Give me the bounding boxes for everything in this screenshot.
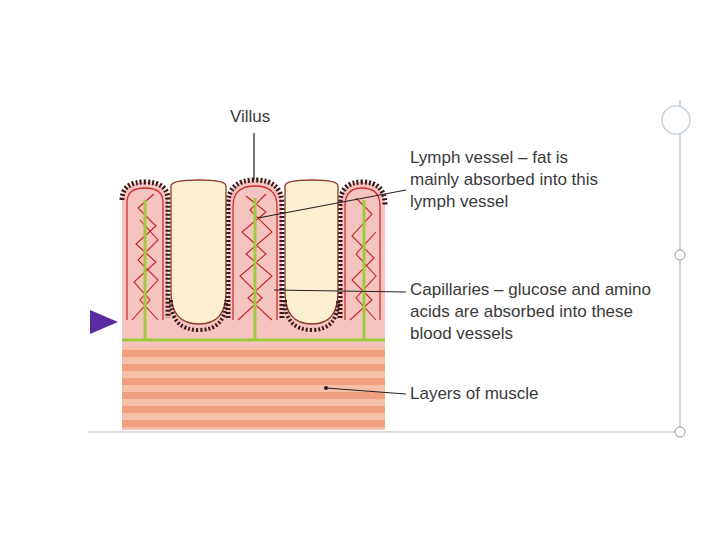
lymph-vessels xyxy=(122,198,385,340)
leader-lines xyxy=(254,133,406,394)
frame-handle xyxy=(675,427,685,437)
callout-label: Capillaries – glucose and amino acids ar… xyxy=(410,279,655,345)
leader-dot xyxy=(324,386,328,390)
part-label: Layers of muscle xyxy=(410,383,539,405)
frame-line xyxy=(679,100,680,432)
callout-label: Lymph vessel – fat is mainly absorbed in… xyxy=(410,147,615,213)
frame-handle xyxy=(675,250,685,260)
pointer-arrow xyxy=(90,310,118,334)
muscle-layers xyxy=(122,345,385,430)
frame-line xyxy=(88,431,680,432)
part-label: Villus xyxy=(230,106,270,128)
frame-handle xyxy=(662,106,690,134)
